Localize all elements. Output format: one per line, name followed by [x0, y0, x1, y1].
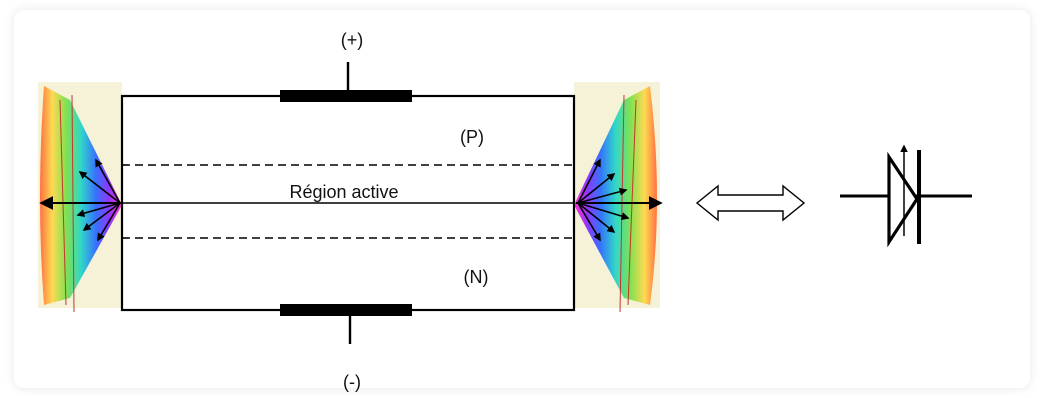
- right-emission-fan: [574, 82, 663, 313]
- p-layer-label: (P): [460, 127, 484, 147]
- negative-terminal-label: (-): [343, 372, 361, 392]
- equivalence-arrow-icon: [695, 184, 806, 222]
- laser-diode-symbol-icon: [840, 144, 972, 248]
- left-emission-fan: [38, 82, 122, 313]
- positive-terminal-label: (+): [341, 30, 364, 50]
- active-region-label: Région active: [289, 182, 398, 202]
- bottom-electrode: [280, 304, 412, 316]
- top-electrode: [280, 90, 412, 102]
- diagram-card: [14, 10, 1030, 388]
- n-layer-label: (N): [464, 267, 489, 287]
